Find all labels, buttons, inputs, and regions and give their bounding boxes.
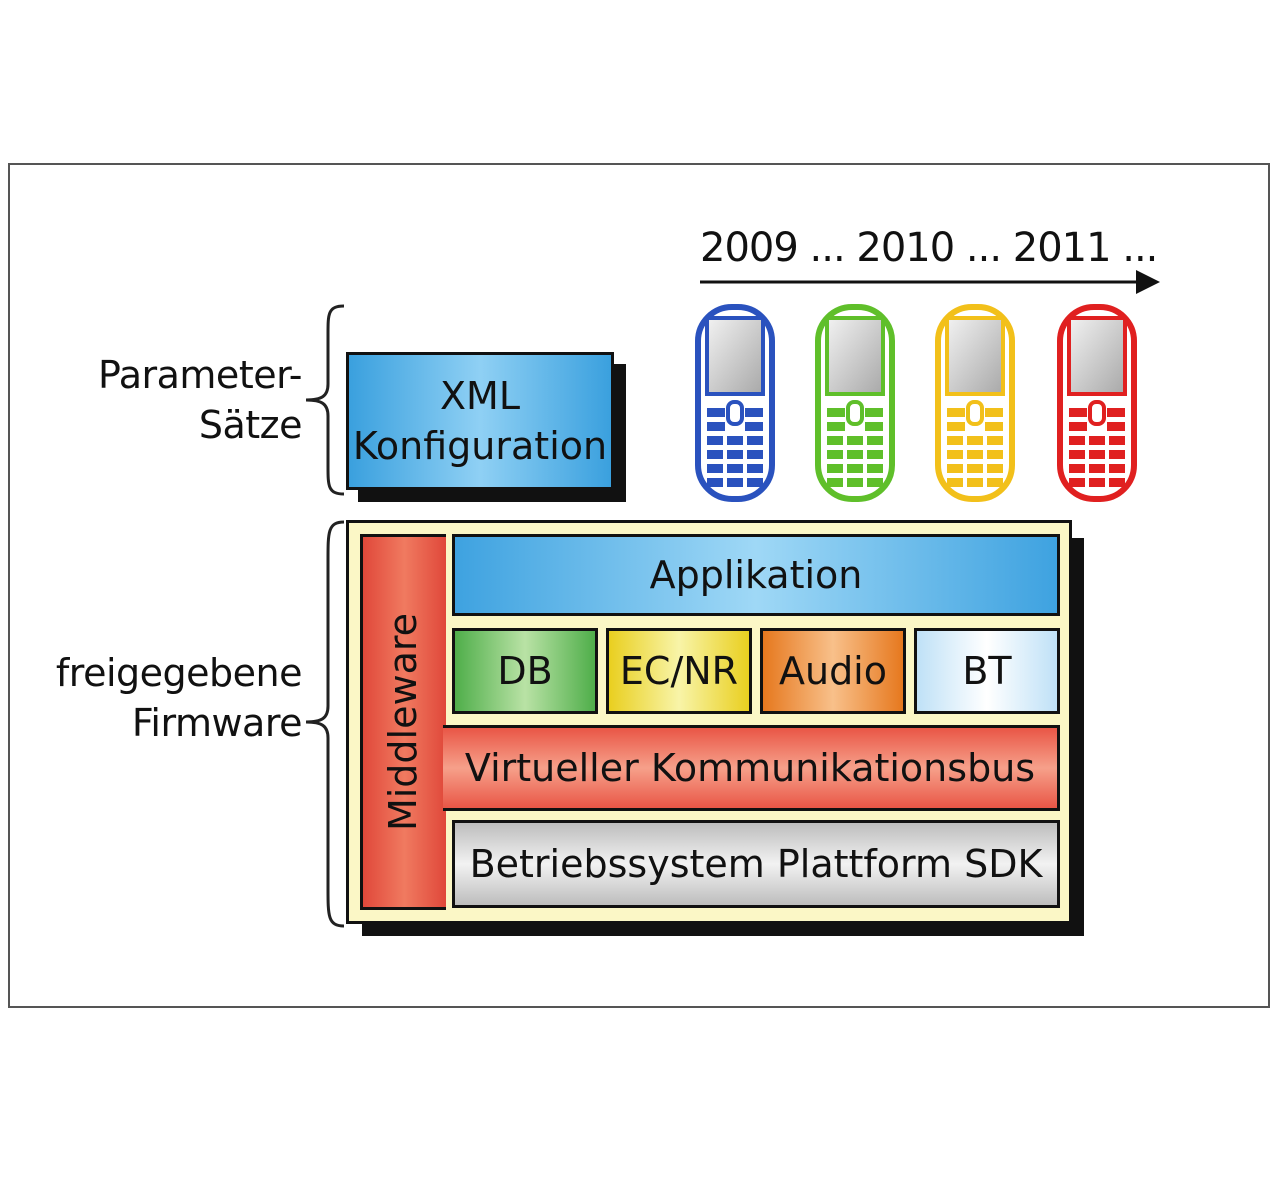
firmware-label: freigegebene Firmware — [40, 648, 303, 748]
timeline-arrow-icon — [700, 270, 1160, 294]
parameter-label: Parameter- Sätze — [90, 350, 302, 450]
module-db: DB — [452, 628, 598, 714]
module-bt-label: BT — [962, 649, 1012, 693]
mobile-phone-icon — [815, 304, 895, 502]
application-layer: Applikation — [452, 534, 1060, 616]
xml-config-box: XML Konfiguration — [346, 352, 614, 490]
module-ec-nr-label: EC/NR — [619, 649, 739, 693]
xml-box-line2: Konfiguration — [352, 424, 608, 468]
middleware-column — [360, 534, 446, 910]
application-label: Applikation — [649, 553, 863, 597]
firmware-label-line2: Firmware — [131, 701, 303, 745]
bus-label: Virtueller Kommunikationsbus — [464, 746, 1036, 790]
mobile-phone-icon — [935, 304, 1015, 502]
parameter-brace — [305, 304, 345, 496]
firmware-brace — [305, 520, 345, 928]
parameter-label-line2: Sätze — [198, 403, 303, 447]
module-bt: BT — [914, 628, 1060, 714]
middleware-label-wrap: Middleware — [360, 534, 446, 910]
os-platform-label: Betriebssystem Plattform SDK — [469, 842, 1043, 886]
mobile-phone-icon — [695, 304, 775, 502]
middleware-label: Middleware — [381, 612, 425, 832]
parameter-label-line1: Parameter- — [98, 353, 302, 397]
firmware-label-line1: freigegebene — [55, 651, 303, 695]
os-platform-layer: Betriebssystem Plattform SDK — [452, 820, 1060, 908]
communication-bus: Virtueller Kommunikationsbus — [443, 725, 1060, 811]
module-audio: Audio — [760, 628, 906, 714]
timeline-years: 2009 ... 2010 ... 2011 ... — [700, 225, 1158, 271]
module-db-label: DB — [497, 649, 553, 693]
module-audio-label: Audio — [778, 649, 887, 693]
mobile-phone-icon — [1057, 304, 1137, 502]
module-ec-nr: EC/NR — [606, 628, 752, 714]
xml-box-line1: XML — [440, 374, 520, 418]
